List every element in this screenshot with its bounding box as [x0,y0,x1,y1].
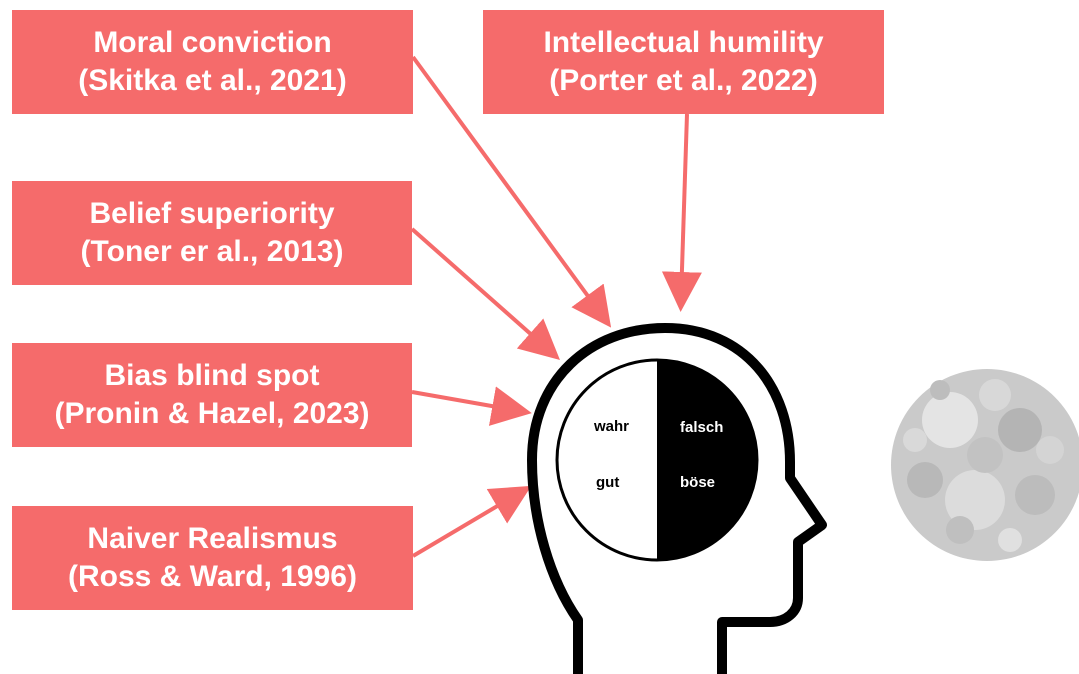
box-belief-superiority: Belief superiority (Toner er al., 2013) [12,181,412,285]
box-citation: (Porter et al., 2022) [549,64,818,97]
label-wahr: wahr [594,418,630,435]
box-citation: (Ross & Ward, 1996) [68,560,357,593]
box-moral-conviction: Moral conviction (Skitka et al., 2021) [12,10,413,114]
box-title: Moral conviction [93,26,332,59]
label-gut: gut [596,474,620,491]
arrow-naiver-realismus [411,485,532,558]
arrow-intellectual-humility [661,113,702,312]
arrow-moral-conviction [411,55,612,328]
arrow-bias-blind-spot [411,386,532,426]
box-title: Belief superiority [89,197,335,230]
box-title: Naiver Realismus [87,522,338,555]
box-citation: (Pronin & Hazel, 2023) [54,397,370,430]
textured-circle-icon [891,369,1079,561]
box-citation: (Skitka et al., 2021) [78,64,347,97]
box-title: Bias blind spot [104,359,320,392]
box-citation: (Toner er al., 2013) [80,235,344,268]
box-title: Intellectual humility [543,26,824,59]
box-naiver-realismus: Naiver Realismus (Ross & Ward, 1996) [12,506,413,610]
label-falsch: falsch [680,419,724,436]
box-bias-blind-spot: Bias blind spot (Pronin & Hazel, 2023) [12,343,412,447]
box-intellectual-humility: Intellectual humility (Porter et al., 20… [483,10,884,114]
label-boese: böse [680,474,716,491]
head-profile-icon [527,323,827,674]
arrow-belief-superiority [410,227,560,360]
